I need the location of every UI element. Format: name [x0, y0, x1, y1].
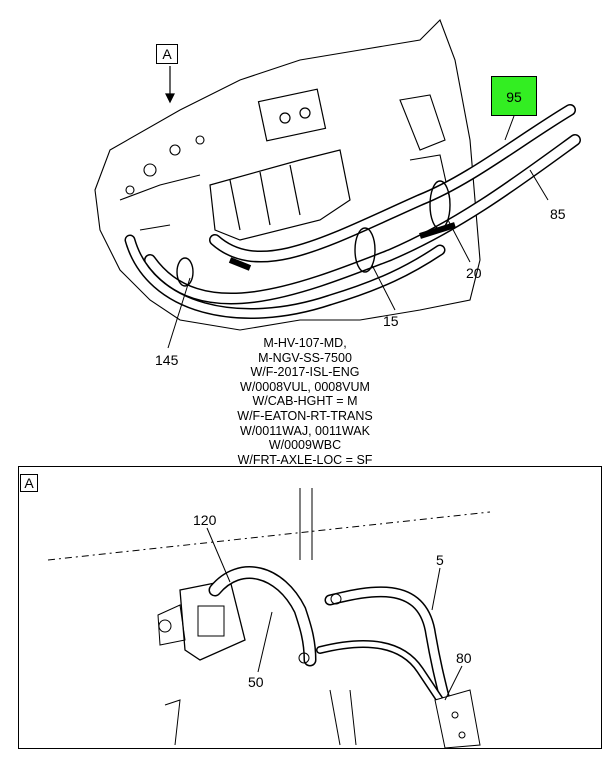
condition-line: W/0008VUL, 0008VUM	[240, 379, 370, 394]
callout-20[interactable]: 20	[466, 265, 482, 281]
condition-line: W/FRT-AXLE-LOC = SF	[237, 452, 373, 467]
detail-a-label: A	[20, 474, 38, 492]
leader-lines-upper	[167, 115, 549, 349]
callout-5[interactable]: 5	[436, 552, 444, 568]
condition-line: M-NGV-SS-7500	[258, 350, 352, 365]
cable-85	[144, 134, 581, 305]
condition-line: W/CAB-HGHT = M	[252, 394, 358, 409]
condition-line: W/0009WBC	[268, 438, 342, 453]
callout-15[interactable]: 15	[383, 313, 399, 329]
view-a-marker: A	[156, 44, 178, 64]
condition-line: W/F-EATON-RT-TRANS	[237, 408, 373, 423]
condition-line: W/0011WAJ, 0011WAK	[240, 423, 370, 438]
cable-145	[124, 234, 446, 319]
callout-85[interactable]: 85	[550, 206, 566, 222]
clamps	[176, 180, 451, 287]
view-arrow	[165, 66, 175, 104]
callout-145[interactable]: 145	[155, 352, 179, 368]
condition-line: M-HV-107-MD,	[263, 336, 347, 350]
callout-80[interactable]: 80	[456, 650, 472, 666]
callout-50[interactable]: 50	[248, 674, 264, 690]
callout-120[interactable]: 120	[193, 512, 217, 528]
cable-95	[209, 104, 576, 263]
callout-95-highlight[interactable]: 95	[491, 76, 537, 116]
cable-wrap	[228, 222, 456, 271]
detail-illustration	[47, 488, 491, 749]
leader-lines-detail	[206, 527, 463, 701]
starter-motor	[209, 88, 351, 241]
detail-a-frame	[18, 466, 602, 749]
condition-list: M-HV-107-MD, M-NGV-SS-7500 W/F-2017-ISL-…	[185, 336, 425, 467]
condition-line: W/F-2017-ISL-ENG	[250, 365, 360, 380]
